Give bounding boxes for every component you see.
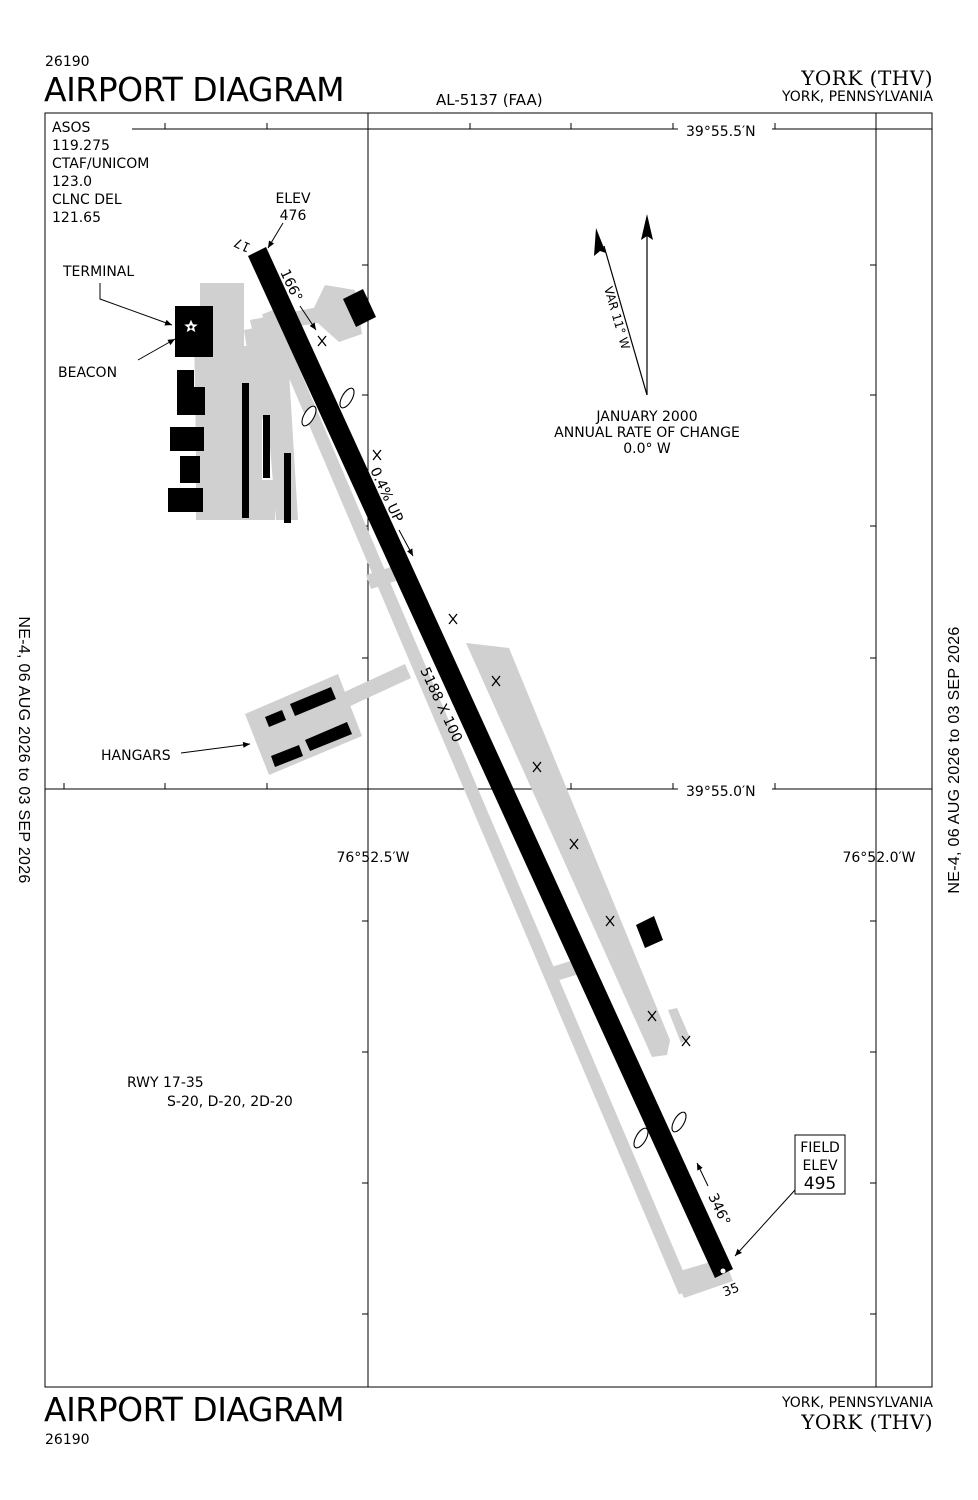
chart-id: AL-5137 (FAA) — [436, 91, 543, 109]
runway-strength: S-20, D-20, 2D-20 — [167, 1094, 293, 1110]
hangar-2 — [290, 687, 336, 716]
airport-name-top: YORK (THV) — [801, 66, 933, 90]
field-elev-value: 495 — [804, 1174, 836, 1194]
field-elev-box — [794, 1134, 846, 1195]
procedure-number-bottom: 26190 — [45, 1432, 90, 1448]
longitude-west-label: 76°52.5′W — [336, 850, 409, 866]
building-6 — [242, 383, 249, 518]
latitude-south-label: 39°55.0′N — [686, 784, 756, 800]
field-elev-marker — [720, 1268, 726, 1274]
elev-value: 476 — [280, 208, 307, 224]
terminal-label: TERMINAL — [62, 264, 134, 280]
building-2 — [177, 387, 205, 415]
heading-arrow-south — [696, 1162, 709, 1187]
asos-label: ASOS — [52, 120, 90, 136]
asos-frequency: 119.275 — [52, 138, 110, 154]
connector-south — [548, 960, 579, 982]
longitude-east-label: 76°52.0′W — [842, 850, 915, 866]
building-8 — [284, 453, 291, 523]
east-apron-tip — [668, 1008, 690, 1043]
airport-location-top: YORK, PENNSYLVANIA — [782, 89, 933, 105]
building-east — [636, 916, 663, 948]
building-4 — [180, 456, 200, 483]
building-3 — [170, 427, 204, 451]
chart-frame — [44, 112, 933, 1388]
hangar-4 — [305, 722, 352, 751]
runway-designation: RWY 17-35 — [127, 1075, 204, 1091]
annual-rate-value: 0.0° W — [623, 441, 671, 457]
ctaf-frequency: 123.0 — [52, 174, 92, 190]
beacon-leader — [137, 338, 176, 361]
hangars-leader — [180, 741, 251, 754]
runway-17-35 — [248, 247, 733, 1278]
variation-epoch: JANUARY 2000 — [595, 409, 697, 425]
parallel-taxiway — [262, 309, 691, 1295]
runway-end-17: 17 — [232, 234, 253, 255]
slope-arrow — [398, 529, 414, 557]
hold-symbols — [301, 387, 687, 1149]
heading-arrow-north — [299, 305, 317, 331]
beacon-icon — [182, 318, 200, 334]
runway-surface — [248, 247, 733, 1278]
airport-name-bottom: YORK (THV) — [801, 1410, 933, 1434]
hold-markers — [317, 335, 691, 1047]
clnc-frequency: 121.65 — [52, 210, 101, 226]
hangars-label: HANGARS — [101, 748, 171, 764]
magnetic-north-arrowhead — [594, 228, 606, 256]
magnetic-variation: VAR 11° W JANUARY 2000 ANNUAL RATE OF CH… — [554, 214, 740, 457]
chart-title-top: AIRPORT DIAGRAM — [44, 70, 345, 109]
connector-hangars — [340, 664, 411, 708]
variation-label: VAR 11° W — [601, 285, 632, 351]
terminal-apron — [194, 283, 275, 520]
graticule — [45, 113, 932, 1387]
hangar-3 — [271, 745, 303, 767]
elev-label: ELEV — [275, 191, 310, 207]
east-apron — [466, 643, 670, 1057]
field-elev-label-1: FIELD — [800, 1140, 840, 1156]
building-northeast — [343, 289, 376, 327]
building-7 — [263, 415, 270, 478]
hangar-1 — [265, 710, 286, 727]
ctaf-label: CTAF/UNICOM — [52, 156, 149, 172]
true-north-arrowhead — [641, 214, 653, 240]
field-elev-label-2: ELEV — [802, 1158, 837, 1174]
elev-leader — [267, 222, 284, 249]
magnetic-north-line — [603, 245, 648, 396]
procedure-number-top: 26190 — [45, 54, 90, 70]
connector-mid — [366, 567, 396, 589]
field-elev-leader — [734, 1189, 796, 1257]
terminal-leader — [99, 283, 173, 326]
frequency-block: ASOS 119.275 CTAF/UNICOM 123.0 CLNC DEL … — [52, 120, 149, 226]
chart-title-bottom: AIRPORT DIAGRAM — [44, 1390, 345, 1429]
annual-rate-label: ANNUAL RATE OF CHANGE — [554, 425, 740, 441]
building-1 — [177, 370, 194, 390]
runway-end-35: 35 — [721, 1281, 742, 1301]
beacon-label: BEACON — [58, 365, 117, 381]
latitude-north-label: 39°55.5′N — [686, 124, 756, 140]
buildings — [168, 289, 663, 948]
airport-location-bottom: YORK, PENNSYLVANIA — [782, 1395, 933, 1411]
clnc-label: CLNC DEL — [52, 192, 122, 208]
building-5 — [168, 488, 203, 512]
